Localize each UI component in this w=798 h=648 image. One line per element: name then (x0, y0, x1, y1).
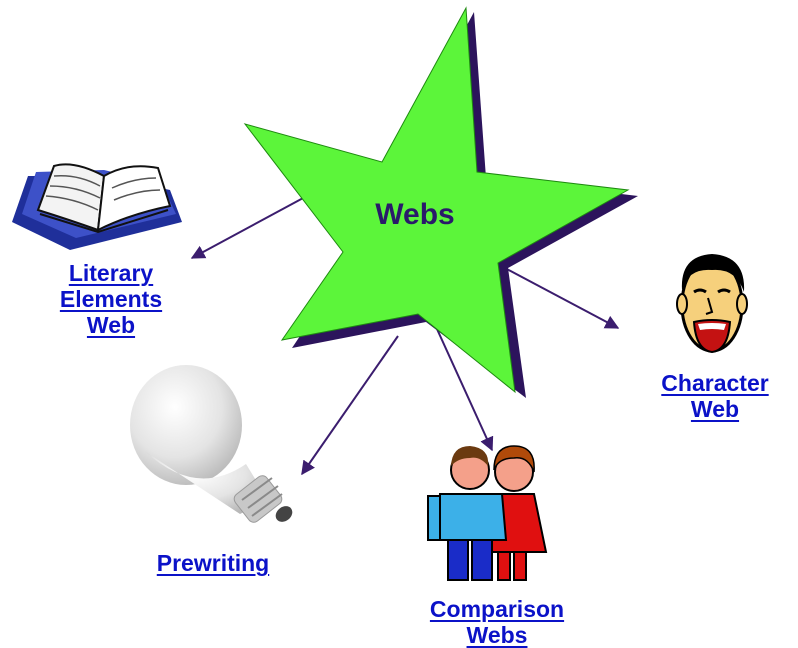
link-line: Elements (59, 286, 163, 312)
link-line: Prewriting (156, 550, 270, 576)
connector-arrows (190, 189, 620, 476)
link-line: Character (661, 370, 769, 396)
two-people-icon[interactable] (427, 445, 548, 581)
link-line: Webs (466, 622, 528, 648)
character-web-link[interactable]: Character Web (630, 370, 798, 422)
link-line: Web (86, 312, 136, 338)
arrow-to-comparison (431, 317, 494, 452)
link-line: Literary (68, 260, 154, 286)
laughing-face-icon[interactable] (676, 254, 748, 354)
open-book-icon[interactable] (12, 163, 182, 250)
light-bulb-icon[interactable] (130, 365, 295, 525)
prewriting-link[interactable]: Prewriting (128, 550, 298, 576)
center-title[interactable]: Webs (375, 198, 455, 231)
arrow-to-character (504, 267, 620, 329)
webs-star[interactable] (243, 6, 638, 398)
link-line: Comparison (429, 596, 565, 622)
arrow-to-literary (190, 189, 319, 259)
star-body (243, 6, 630, 394)
literary-elements-web-link[interactable]: Literary Elements Web (26, 260, 196, 338)
comparison-webs-link[interactable]: Comparison Webs (392, 596, 602, 648)
link-line: Web (690, 396, 740, 422)
arrow-to-prewriting (301, 335, 399, 476)
